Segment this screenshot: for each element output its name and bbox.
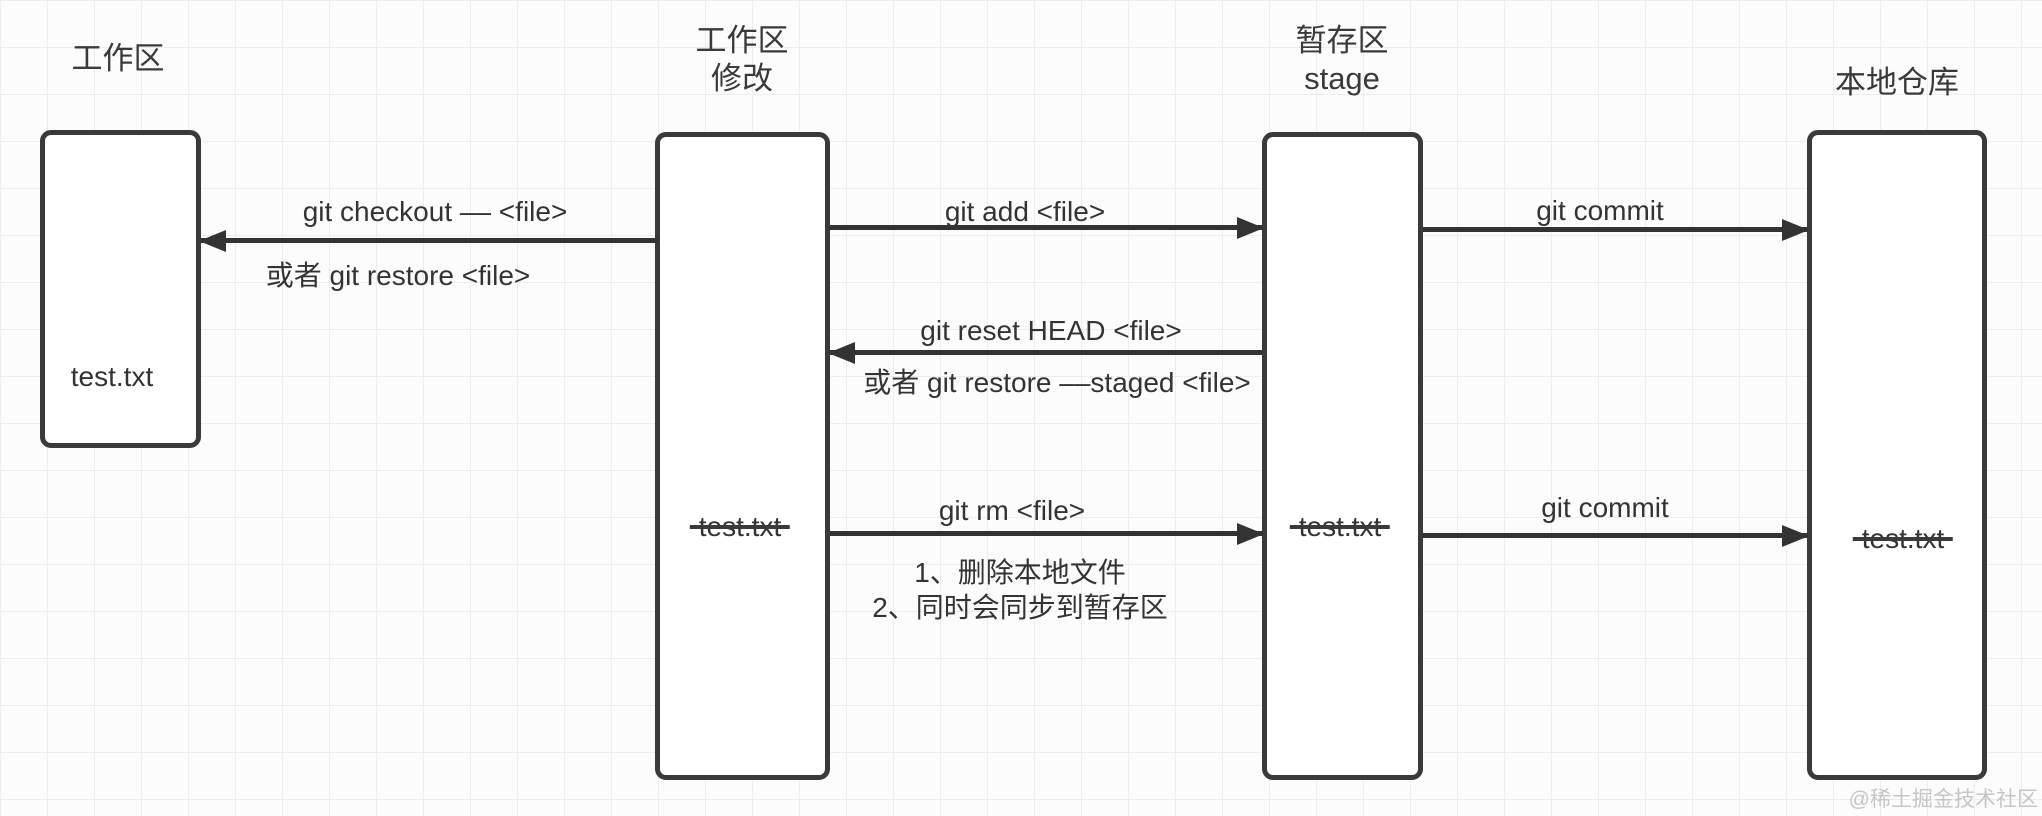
column-title-workspace-modified-line2: 修改 [711,61,773,96]
checkout-alt-command-label: 或者 git restore <file> [265,260,531,291]
arrow-head-left-icon [199,230,226,252]
local-repo-box [1807,130,1987,780]
column-title-workspace: 工作区 [71,41,165,76]
workspace-box [40,130,201,448]
rm-note-1: 1、删除本地文件 [914,557,1126,588]
column-title-local-repo: 本地仓库 [1835,65,1959,100]
stage-box [1262,132,1423,780]
rm-note-2: 2、同时会同步到暂存区 [872,592,1168,623]
reset-alt-command-label: 或者 git restore ––staged <file> [863,367,1251,398]
commit-bottom-command-label: git commit [1541,492,1669,523]
commit-bottom-arrow [1423,525,1809,547]
stage-file-label: test.txt [1289,511,1391,542]
arrow-head-right-icon [1782,219,1809,241]
workspace-modified-box [655,132,830,780]
checkout-command-label: git checkout –– <file> [302,196,568,227]
commit-top-command-label: git commit [1536,195,1664,226]
column-title-stage-line2: stage [1304,61,1380,96]
add-arrow [830,217,1264,239]
reset-arrow [828,342,1262,364]
commit-top-arrow [1423,219,1809,241]
arrow-head-right-icon [1237,217,1264,239]
column-title-stage-line1: 暂存区 [1295,23,1389,58]
add-command-label: git add <file> [944,196,1106,227]
workspace-modified-file-label: test.txt [689,511,791,542]
column-title-stage: 暂存区 stage [1296,22,1389,98]
workspace-file-label: test.txt [70,361,154,392]
juejin-watermark: @稀土掘金技术社区 [1848,788,2038,811]
column-title-workspace-modified-line1: 工作区 [695,23,789,58]
column-title-workspace-modified: 工作区 修改 [696,22,789,98]
rm-command-label: git rm <file> [938,495,1086,526]
arrow-head-left-icon [828,342,855,364]
arrow-head-right-icon [1237,523,1264,545]
local-repo-file-label: test.txt [1852,523,1954,554]
reset-command-label: git reset HEAD <file> [920,315,1182,346]
checkout-arrow [199,230,658,252]
arrow-head-right-icon [1782,525,1809,547]
rm-arrow [830,523,1264,545]
